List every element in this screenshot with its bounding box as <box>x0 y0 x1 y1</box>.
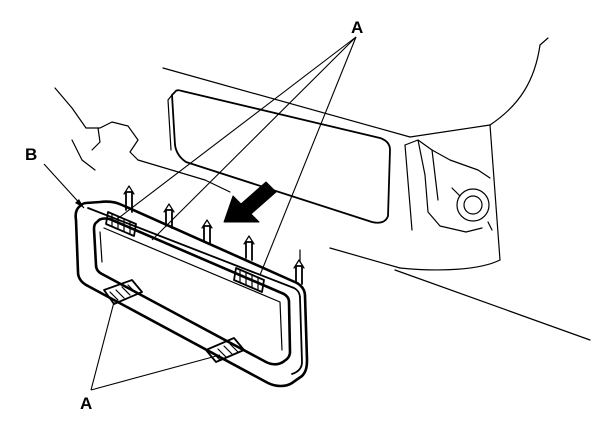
panel-clips-top <box>105 185 305 293</box>
callout-a-top: A <box>351 18 363 37</box>
leader-lines <box>43 36 357 391</box>
callout-a-bottom: A <box>80 394 92 413</box>
panel-clips-bottom <box>103 279 245 363</box>
callout-b: B <box>25 145 37 164</box>
direction-arrow <box>223 181 277 223</box>
vehicle-body <box>54 37 591 341</box>
body-opening <box>167 89 391 224</box>
trim-panel <box>74 200 309 388</box>
light-housing <box>404 139 493 233</box>
